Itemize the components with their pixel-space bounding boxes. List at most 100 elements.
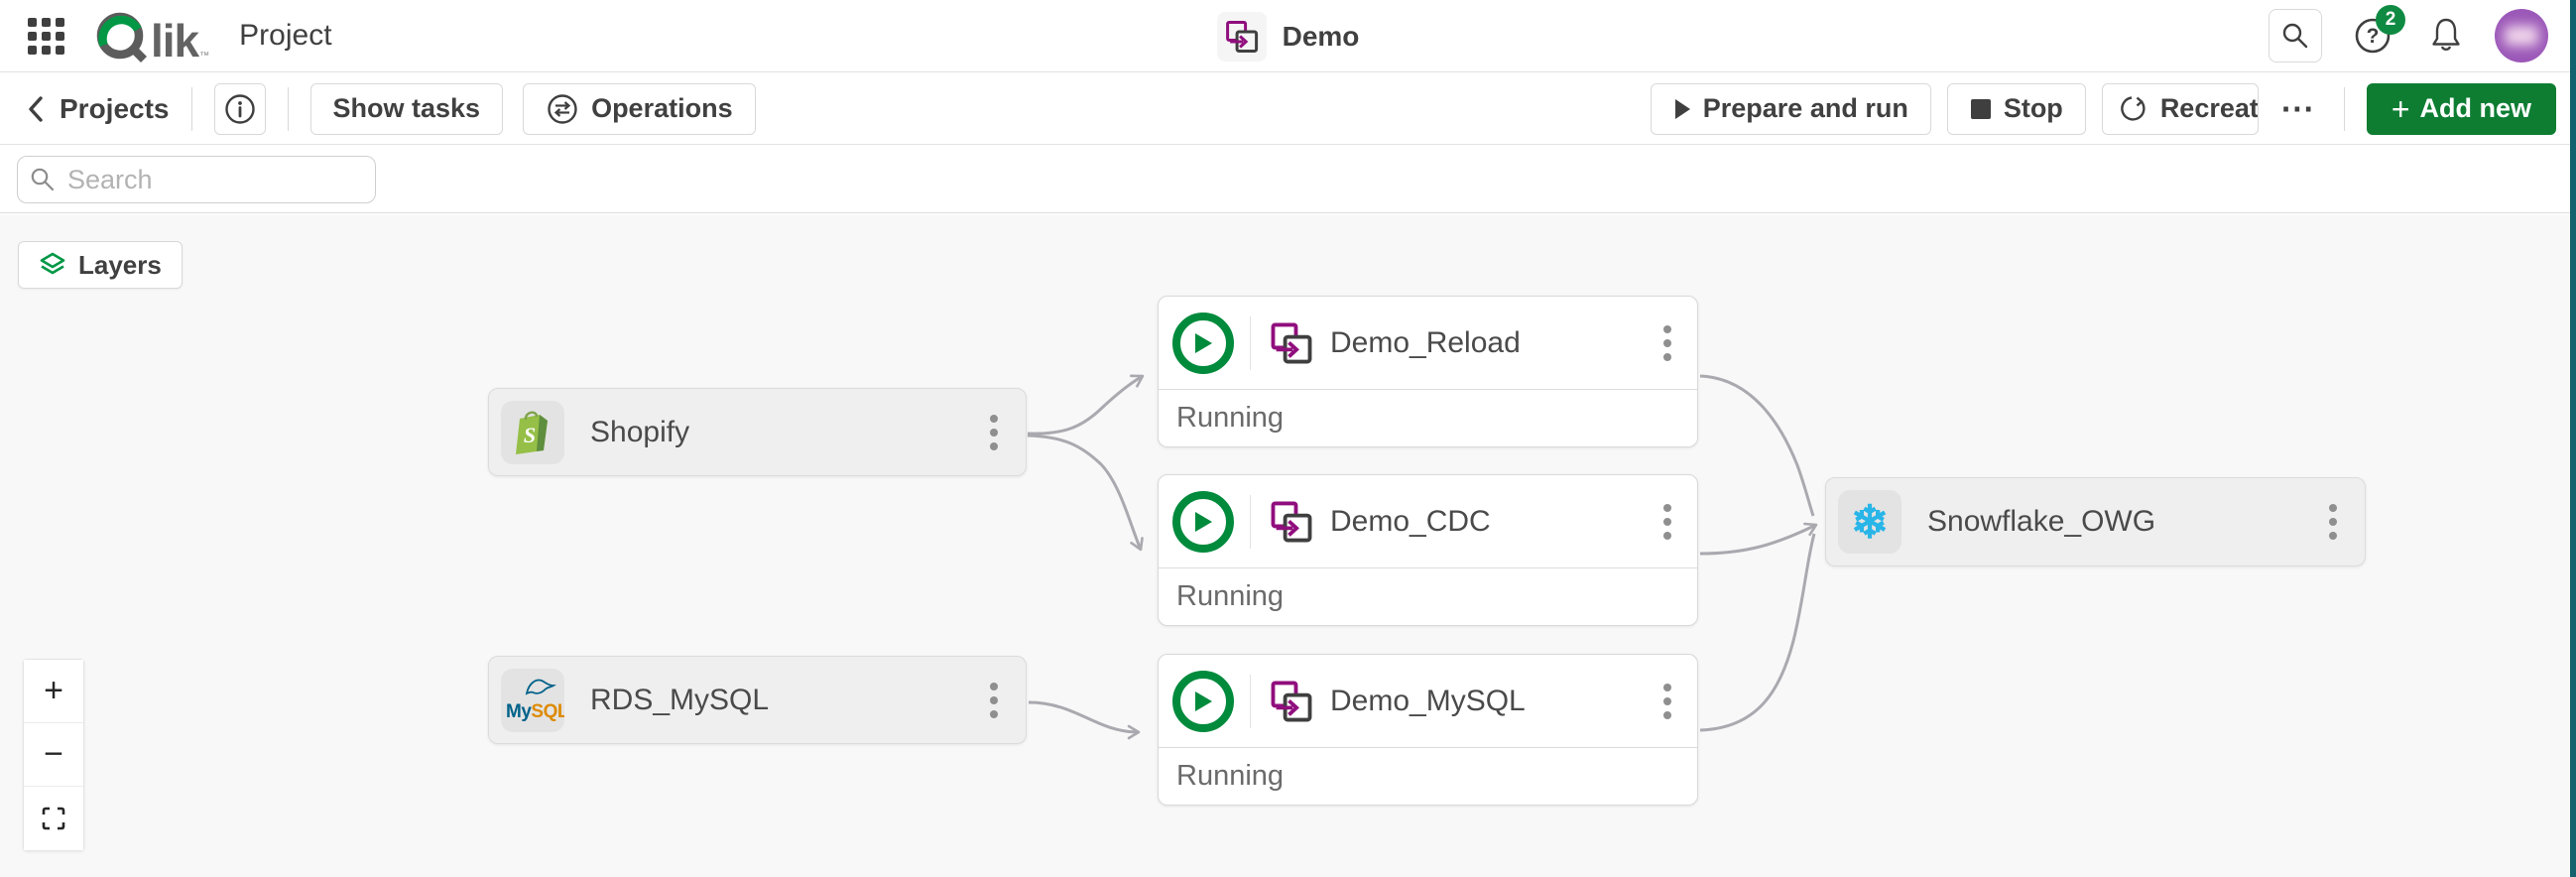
task-menu-kebab-icon[interactable] (1656, 317, 1679, 369)
play-icon (1195, 332, 1212, 353)
stop-label: Stop (2003, 93, 2063, 123)
task-name: Demo_Reload (1330, 325, 1521, 359)
play-icon (1195, 511, 1212, 532)
operations-icon (548, 93, 577, 124)
mysql-dolphin-icon: MySQL. (501, 668, 564, 732)
pipeline-icon (1271, 322, 1312, 363)
node-task-demo-reload[interactable]: Demo_Reload Running (1158, 296, 1698, 447)
play-icon (1674, 98, 1690, 119)
app-header: lik ™ Project Demo ? 2 (0, 0, 2576, 72)
info-icon (224, 93, 255, 124)
task-name: Demo_CDC (1330, 504, 1491, 538)
node-snowflake-owg[interactable]: ❄ Snowflake_OWG (1825, 477, 2366, 566)
recreate-button[interactable]: Recreate (2101, 82, 2259, 135)
svg-text:?: ? (2367, 25, 2380, 48)
zoom-out-button[interactable]: − (24, 723, 83, 787)
shopify-bag-icon: S (501, 400, 564, 464)
search-icon (31, 168, 55, 191)
task-menu-kebab-icon[interactable] (1656, 496, 1679, 548)
more-options-button[interactable]: ⋯ (2274, 83, 2322, 135)
add-new-button[interactable]: + Add new (2366, 82, 2556, 135)
divider (1250, 494, 1251, 549)
operations-button[interactable]: Operations (523, 82, 756, 135)
node-menu-kebab-icon[interactable] (982, 675, 1006, 726)
user-avatar[interactable] (2495, 9, 2548, 63)
node-task-demo-mysql[interactable]: Demo_MySQL Running (1158, 654, 1698, 806)
layers-icon (40, 252, 65, 275)
fit-to-screen-icon (42, 807, 65, 830)
pipeline-icon (1271, 681, 1312, 721)
run-task-button[interactable] (1172, 312, 1234, 374)
pipeline-icon (1271, 501, 1312, 542)
fit-to-screen-button[interactable] (24, 787, 83, 850)
add-new-label: Add new (2419, 93, 2532, 123)
play-icon (1195, 690, 1212, 711)
show-tasks-label: Show tasks (332, 93, 481, 123)
trademark: ™ (199, 51, 210, 62)
qlik-logo[interactable]: lik ™ (93, 8, 209, 63)
divider (1250, 674, 1251, 728)
back-to-projects-button[interactable]: Projects (26, 93, 170, 125)
snowflake-icon: ❄ (1838, 490, 1901, 554)
window-edge-strip (2570, 0, 2576, 877)
search-field[interactable] (17, 156, 376, 203)
stop-button[interactable]: Stop (1946, 82, 2086, 135)
divider (1250, 315, 1251, 370)
project-name: Demo (1282, 20, 1360, 52)
divider (287, 86, 289, 131)
help-button[interactable]: ? 2 (2348, 5, 2405, 63)
run-task-button[interactable] (1172, 670, 1234, 732)
task-status: Running (1159, 389, 1697, 446)
recreate-label: Recreate (2159, 93, 2259, 123)
toolbar: Projects Show tasks Operations (0, 73, 2576, 145)
back-label: Projects (60, 92, 170, 124)
layers-label: Layers (78, 249, 162, 280)
pipeline-canvas[interactable]: Layers S Shopify MySQL. RDS_MySQL (0, 214, 2576, 877)
help-notification-badge: 2 (2376, 5, 2405, 35)
page-title: Project (239, 19, 332, 52)
app-launcher-icon[interactable] (24, 14, 67, 58)
zoom-in-button[interactable]: + (24, 660, 83, 723)
layers-button[interactable]: Layers (18, 241, 183, 289)
qlik-q-mark (96, 12, 148, 63)
plus-icon: + (44, 672, 63, 709)
bell-icon (2432, 18, 2460, 51)
task-name: Demo_MySQL (1330, 684, 1526, 717)
svg-text:S: S (524, 423, 536, 447)
minus-icon: − (44, 735, 63, 773)
pipeline-icon (1216, 11, 1267, 62)
canvas-zoom-controls: + − (23, 659, 84, 851)
project-badge[interactable]: Demo (1216, 0, 1360, 72)
task-status: Running (1159, 747, 1697, 805)
global-search-button[interactable] (2269, 9, 2322, 63)
chevron-left-icon (29, 95, 43, 122)
node-shopify[interactable]: S Shopify (488, 388, 1027, 476)
node-label: RDS_MySQL (590, 683, 770, 716)
node-rds-mysql[interactable]: MySQL. RDS_MySQL (488, 656, 1027, 744)
qlik-logo-text: lik (151, 15, 199, 66)
show-tasks-button[interactable]: Show tasks (309, 82, 504, 135)
run-task-button[interactable] (1172, 490, 1234, 553)
divider (2343, 86, 2345, 131)
stop-icon (1970, 98, 1991, 119)
search-icon (2282, 23, 2308, 49)
plus-icon: + (2391, 90, 2410, 127)
node-task-demo-cdc[interactable]: Demo_CDC Running (1158, 474, 1698, 626)
node-menu-kebab-icon[interactable] (982, 407, 1006, 458)
prepare-and-run-label: Prepare and run (1702, 93, 1908, 123)
divider (190, 86, 192, 131)
operations-label: Operations (591, 93, 733, 123)
search-input[interactable] (67, 164, 375, 195)
prepare-and-run-button[interactable]: Prepare and run (1650, 82, 1931, 135)
node-menu-kebab-icon[interactable] (2321, 496, 2345, 548)
task-status: Running (1159, 567, 1697, 625)
ellipsis-icon: ⋯ (2279, 89, 2316, 128)
search-row (0, 146, 2576, 213)
node-label: Snowflake_OWG (1927, 505, 2156, 538)
info-button[interactable] (213, 82, 266, 135)
help-icon: ? (2355, 18, 2391, 54)
task-menu-kebab-icon[interactable] (1656, 676, 1679, 727)
avatar-initials-blurred (2505, 26, 2538, 46)
notifications-button[interactable] (2423, 9, 2469, 63)
recreate-icon (2120, 95, 2146, 121)
